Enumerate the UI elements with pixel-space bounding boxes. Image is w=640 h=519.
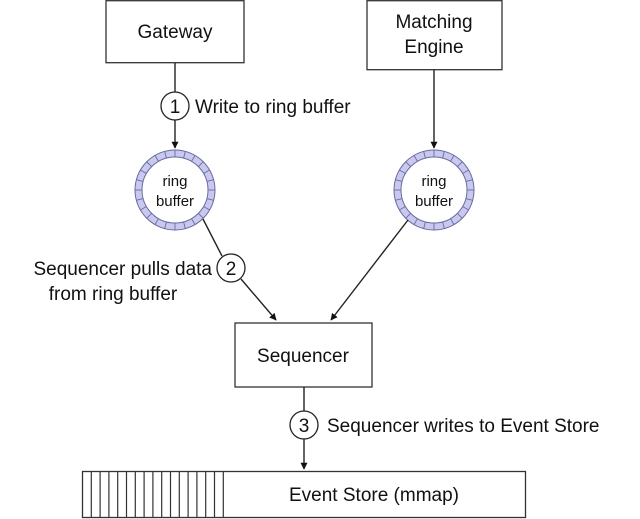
ring-segment <box>442 151 445 159</box>
ring-segment <box>140 169 147 174</box>
ring-buffer-right-label-line2: buffer <box>415 193 453 210</box>
ring-segment <box>191 218 196 225</box>
ring-segment <box>146 213 152 219</box>
gateway-label: Gateway <box>138 22 213 43</box>
step-3: 3 Sequencer writes to Event Store <box>289 410 599 440</box>
matching-engine-node: Matching Engine <box>366 0 503 71</box>
step-2-number: 2 <box>226 259 237 280</box>
ring-buffer-right-inner <box>400 156 468 224</box>
ring-buffer-right: ring buffer <box>393 149 475 231</box>
step-1-circle <box>160 91 190 121</box>
ring-buffer-left-label-line2: buffer <box>156 193 194 210</box>
ring-segment <box>136 198 144 201</box>
ring-segment <box>405 161 411 167</box>
ring-buffer-left-inner <box>141 156 209 224</box>
ring-segment <box>154 155 159 162</box>
event-store-label: Event Store (mmap) <box>289 485 459 506</box>
ring-buffer-right-segments <box>394 150 474 230</box>
ring-buffer-left: ring buffer <box>134 149 216 231</box>
ring-segment <box>395 198 403 201</box>
sequencer-label: Sequencer <box>257 346 350 367</box>
ring-segment <box>395 179 403 182</box>
ring-segment <box>462 206 469 211</box>
ring-segment <box>457 213 463 219</box>
ring-segment <box>442 221 445 229</box>
step-3-number: 3 <box>299 416 310 437</box>
event-store-node: Event Store (mmap) <box>81 470 527 519</box>
ring-segment <box>423 151 426 159</box>
step-1-number: 1 <box>170 97 181 118</box>
edge-ring-left-to-step2 <box>202 218 223 257</box>
event-store-box <box>81 470 527 519</box>
ring-segment <box>140 206 147 211</box>
matching-engine-box <box>366 0 503 71</box>
sequencer-node: Sequencer <box>234 322 373 388</box>
ring-segment <box>413 155 418 162</box>
ring-segment <box>413 218 418 225</box>
ring-segment <box>465 179 473 182</box>
step-1: 1 Write to ring buffer <box>160 91 351 121</box>
step-3-circle <box>289 410 319 440</box>
event-store-cells <box>90 471 224 518</box>
step-1-text: Write to ring buffer <box>195 97 351 118</box>
step-2: 2 Sequencer pulls data from ring buffer <box>33 253 246 305</box>
step-2-circle <box>216 253 246 283</box>
step-2-text-line1: Sequencer pulls data <box>33 259 212 280</box>
ring-segment <box>198 161 204 167</box>
ring-segment <box>399 169 406 174</box>
ring-buffer-left-label-line1: ring <box>162 173 187 190</box>
ring-segment <box>206 179 214 182</box>
ring-buffer-right-label-line1: ring <box>421 173 446 190</box>
ring-segment <box>183 151 186 159</box>
edge-step2-to-sequencer <box>240 278 277 321</box>
ring-segment <box>457 161 463 167</box>
ring-segment <box>206 198 214 201</box>
edge-ring-right-to-sequencer <box>330 219 409 321</box>
ring-segment <box>399 206 406 211</box>
ring-segment <box>462 169 469 174</box>
matching-engine-label-line1: Matching <box>395 12 472 33</box>
ring-segment <box>450 218 455 225</box>
step-2-text-line2: from ring buffer <box>49 284 178 305</box>
ring-segment <box>164 221 167 229</box>
ring-segment <box>146 161 152 167</box>
sequencer-box <box>234 322 373 388</box>
ring-segment <box>198 213 204 219</box>
ring-segment <box>203 206 210 211</box>
ring-buffer-left-segments <box>135 150 215 230</box>
ring-segment <box>191 155 196 162</box>
ring-segment <box>405 213 411 219</box>
ring-segment <box>465 198 473 201</box>
ring-segment <box>423 221 426 229</box>
matching-engine-label-line2: Engine <box>404 37 463 58</box>
step-3-text: Sequencer writes to Event Store <box>327 416 599 437</box>
ring-segment <box>136 179 144 182</box>
gateway-box <box>105 0 245 64</box>
ring-segment <box>154 218 159 225</box>
ring-segment <box>183 221 186 229</box>
gateway-node: Gateway <box>105 0 245 64</box>
ring-segment <box>450 155 455 162</box>
ring-segment <box>164 151 167 159</box>
ring-segment <box>203 169 210 174</box>
